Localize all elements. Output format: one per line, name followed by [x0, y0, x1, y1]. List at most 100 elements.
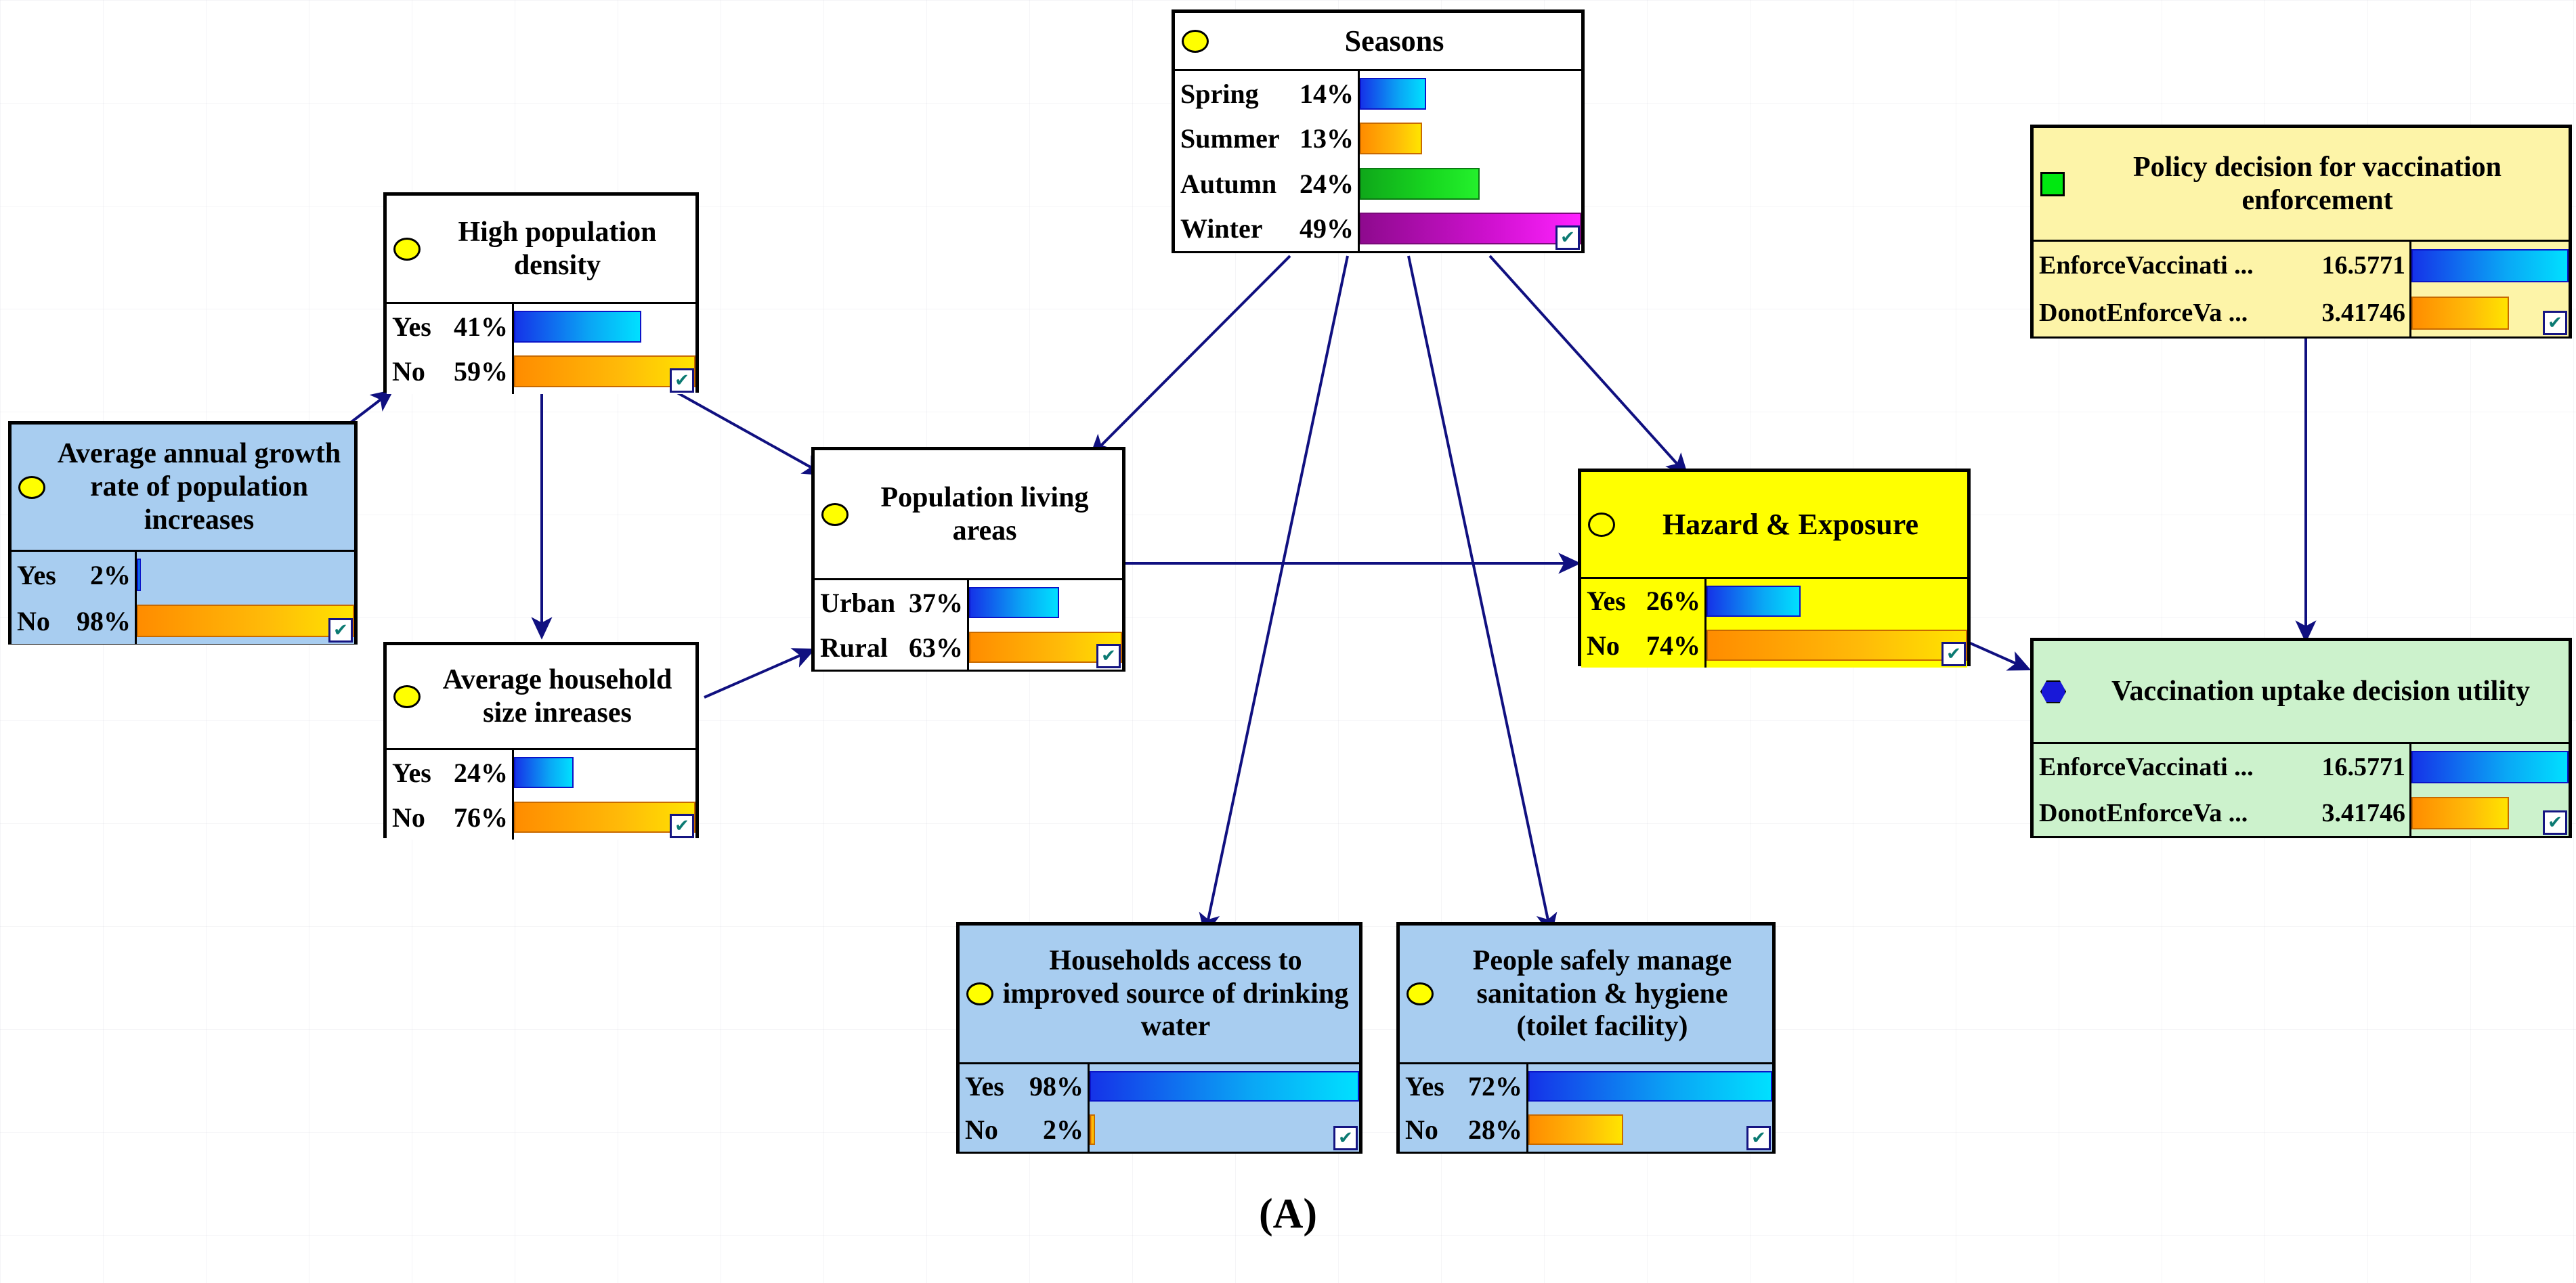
chance-node-icon	[393, 237, 421, 261]
state-row[interactable]: Rural 63%	[815, 625, 967, 670]
chance-node-icon	[393, 685, 421, 708]
node-households-access-water[interactable]: Households access to improved source of …	[956, 922, 1362, 1154]
state-row[interactable]: Urban 37%	[815, 580, 967, 625]
state-row[interactable]: Yes 72%	[1400, 1064, 1526, 1108]
state-bar-column: ✔	[969, 580, 1122, 670]
node-population-living-areas[interactable]: Population living areas Urban 37% Rural …	[811, 447, 1125, 672]
state-row[interactable]: Yes 2%	[12, 552, 135, 598]
state-row[interactable]: Winter 49%	[1175, 206, 1358, 252]
node-checkbox[interactable]: ✔	[1746, 1126, 1771, 1150]
chance-node-icon	[966, 982, 993, 1005]
edge-seasons-to-hazard	[1488, 255, 1689, 477]
node-seasons-title-bar: Seasons	[1175, 13, 1581, 71]
node-average-household-size[interactable]: Average household size inreases Yes 24% …	[383, 642, 699, 840]
node-hazard-title-bar: Hazard & Exposure	[1581, 472, 1967, 579]
state-row[interactable]: DonotEnforceVa ... 3.41746	[2034, 790, 2409, 836]
state-name: Summer	[1180, 123, 1280, 154]
state-row[interactable]: No 76%	[387, 795, 512, 840]
state-row[interactable]: No 98%	[12, 598, 135, 644]
state-name: Yes	[1405, 1070, 1444, 1102]
figure-caption: (A)	[1258, 1191, 1318, 1237]
state-value: 74%	[1646, 630, 1700, 661]
node-vaccination-uptake-utility[interactable]: Vaccination uptake decision utility Enfo…	[2030, 638, 2572, 838]
state-bar-column: ✔	[1090, 1064, 1359, 1152]
node-title-text: Policy decision for vaccination enforcem…	[2132, 151, 2502, 216]
decision-node-icon	[2040, 171, 2065, 196]
state-row[interactable]: EnforceVaccinati ... 16.5771	[2034, 242, 2409, 289]
node-checkbox[interactable]: ✔	[670, 814, 694, 838]
edge-seasons-to-water	[1199, 255, 1349, 936]
state-row[interactable]: Yes 24%	[387, 750, 512, 795]
state-bar	[1360, 213, 1581, 245]
state-row[interactable]: No 74%	[1581, 624, 1704, 668]
state-value: 98%	[1029, 1070, 1083, 1102]
state-bar	[2411, 751, 2569, 783]
state-row[interactable]: No 2%	[960, 1108, 1088, 1152]
state-row[interactable]: Yes 41%	[387, 304, 512, 349]
node-seasons[interactable]: Seasons Spring 14% Summer 13% Autumn 24%…	[1172, 9, 1585, 253]
state-value: 2%	[90, 559, 131, 590]
node-checkbox[interactable]: ✔	[1555, 225, 1580, 250]
state-name: EnforceVaccinati ...	[2039, 753, 2254, 781]
state-value: 63%	[909, 632, 963, 663]
state-value: 24%	[1300, 168, 1354, 199]
node-checkbox[interactable]: ✔	[2543, 810, 2567, 835]
state-label-column: Spring 14% Summer 13% Autumn 24% Winter …	[1175, 71, 1360, 251]
state-bar	[137, 605, 354, 637]
state-label-column: Yes 41% No 59%	[387, 304, 514, 394]
chance-node-icon	[1407, 982, 1434, 1005]
node-household-title-bar: Average household size inreases	[387, 645, 695, 750]
state-bar	[1360, 167, 1480, 200]
node-hazard-exposure[interactable]: Hazard & Exposure Yes 26% No 74% ✔	[1578, 469, 1971, 668]
state-value: 24%	[454, 757, 508, 788]
node-checkbox[interactable]: ✔	[1941, 642, 1966, 666]
node-policy-states: EnforceVaccinati ... 16.5771 DonotEnforc…	[2034, 242, 2569, 336]
node-title-text: Average household size inreases	[442, 664, 672, 729]
node-title-text: Hazard & Exposure	[1662, 507, 1919, 541]
state-row[interactable]: Yes 98%	[960, 1064, 1088, 1108]
node-checkbox[interactable]: ✔	[1333, 1126, 1358, 1150]
state-value: 3.41746	[2321, 299, 2406, 327]
state-name: DonotEnforceVa ...	[2039, 799, 2248, 827]
state-row[interactable]: Autumn 24%	[1175, 161, 1358, 206]
utility-node-icon	[2040, 680, 2066, 703]
node-density-states: Yes 41% No 59% ✔	[387, 304, 695, 394]
node-checkbox[interactable]: ✔	[670, 368, 694, 393]
node-title-text: People safely manage sanitation & hygien…	[1472, 944, 1732, 1043]
state-value: 98%	[77, 605, 131, 636]
state-row[interactable]: No 28%	[1400, 1108, 1526, 1152]
chance-node-hollow-icon	[1588, 512, 1615, 537]
state-row[interactable]: Yes 26%	[1581, 579, 1704, 624]
state-bar-column: ✔	[137, 552, 354, 644]
state-name: Yes	[392, 311, 431, 342]
chance-node-icon	[18, 475, 45, 499]
node-checkbox[interactable]: ✔	[1096, 644, 1121, 668]
edge-household-to-living	[704, 648, 816, 699]
state-name: No	[392, 356, 425, 387]
node-average-annual-growth-rate[interactable]: Average annual growth rate of population…	[8, 421, 358, 645]
node-sanitation-hygiene[interactable]: People safely manage sanitation & hygien…	[1396, 922, 1776, 1154]
state-row[interactable]: Summer 13%	[1175, 116, 1358, 162]
node-checkbox[interactable]: ✔	[2543, 311, 2567, 335]
state-value: 49%	[1300, 213, 1354, 244]
state-name: EnforceVaccinati ...	[2039, 251, 2254, 280]
node-high-population-density[interactable]: High population density Yes 41% No 59% ✔	[383, 192, 699, 394]
state-name: Winter	[1180, 213, 1263, 244]
edge-seasons-to-sanitation	[1407, 255, 1558, 936]
state-row[interactable]: DonotEnforceVa ... 3.41746	[2034, 289, 2409, 336]
node-checkbox[interactable]: ✔	[328, 618, 353, 643]
state-value: 14%	[1300, 78, 1354, 109]
state-row[interactable]: Spring 14%	[1175, 71, 1358, 116]
state-row[interactable]: No 59%	[387, 349, 512, 395]
node-title-text: Population living areas	[880, 481, 1089, 546]
state-bar	[1706, 585, 1801, 617]
state-value: 26%	[1646, 586, 1700, 617]
state-name: Rural	[820, 632, 888, 663]
state-row[interactable]: EnforceVaccinati ... 16.5771	[2034, 744, 2409, 790]
state-bar	[514, 310, 641, 343]
state-value: 76%	[454, 802, 508, 833]
state-bar-column: ✔	[2411, 242, 2569, 336]
state-value: 16.5771	[2321, 753, 2406, 781]
state-name: No	[17, 605, 50, 636]
node-policy-decision[interactable]: Policy decision for vaccination enforcem…	[2030, 125, 2572, 339]
